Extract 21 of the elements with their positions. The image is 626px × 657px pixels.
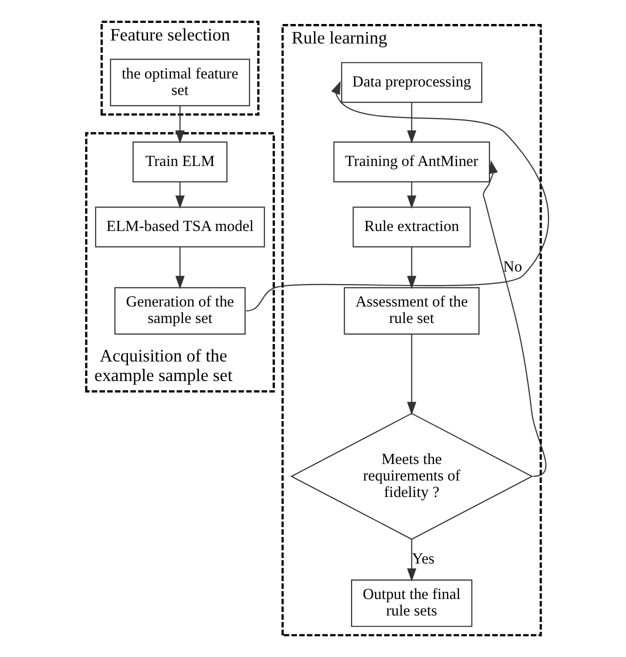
node-box: Rule extraction: [352, 206, 470, 248]
node-box: the optimal feature set: [109, 58, 250, 106]
edge-label: Yes: [412, 550, 434, 568]
node-box: Data preprocessing: [340, 62, 482, 103]
node-box: Assessment of the rule set: [343, 287, 480, 335]
arrow: [174, 247, 184, 290]
node-diamond: Meets the requirements of fidelity ?: [290, 412, 533, 540]
edge-label: No: [502, 258, 522, 276]
arrow: [406, 182, 416, 209]
arrow: [406, 539, 416, 582]
arrow: [406, 334, 416, 416]
node-box: Output the final rule sets: [350, 579, 472, 627]
arrow: [174, 106, 184, 144]
node-box: Train ELM: [132, 142, 227, 182]
arrow: [174, 182, 184, 209]
node-box: Training of AntMiner: [332, 142, 490, 182]
node-box: Generation of the sample set: [114, 287, 246, 335]
node-box: ELM-based TSA model: [94, 206, 264, 248]
arrow: [406, 247, 416, 290]
arrow: [406, 102, 416, 144]
arrow: [246, 80, 548, 312]
